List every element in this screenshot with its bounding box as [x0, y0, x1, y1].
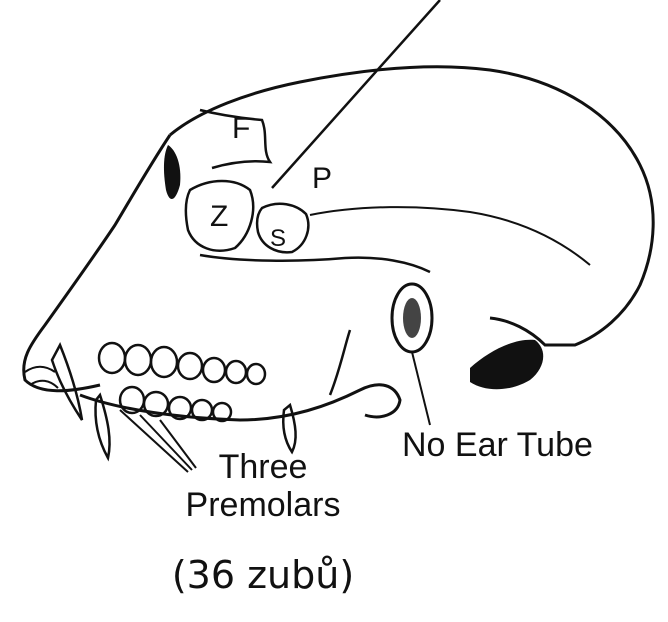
- zygomatic-arch: [200, 255, 430, 272]
- upper-canine: [52, 345, 82, 420]
- mandible-fang: [283, 405, 295, 452]
- tooth: [151, 347, 177, 377]
- tooth: [226, 361, 246, 383]
- tooth: [247, 364, 265, 384]
- tooth: [178, 353, 202, 379]
- brow-ridge: [164, 145, 180, 199]
- tooth: [99, 343, 125, 373]
- upper-teeth: [99, 343, 265, 384]
- ear-opening-inner: [403, 298, 421, 338]
- temporal-line: [310, 207, 590, 265]
- label-zygomatic: Z: [210, 200, 228, 233]
- premolars-line-1: Three: [148, 448, 378, 486]
- tooth-count-label: (36 zubů): [138, 553, 388, 597]
- label-sphenoid: S: [270, 225, 286, 252]
- premolars-caption: Three Premolars: [148, 448, 378, 524]
- no-ear-tube-label: No Ear Tube: [402, 426, 593, 465]
- premolars-line-2: Premolars: [148, 486, 378, 524]
- label-parietal: P: [312, 162, 332, 195]
- label-frontal: F: [232, 112, 250, 145]
- occipital-condyle: [470, 340, 543, 389]
- pointer-line: [272, 0, 440, 188]
- incisors: [25, 367, 58, 388]
- mandible-ramus: [330, 330, 350, 395]
- tooth: [203, 358, 225, 382]
- ear-pointer: [412, 352, 430, 425]
- mandible: [80, 385, 400, 420]
- tooth: [125, 345, 151, 375]
